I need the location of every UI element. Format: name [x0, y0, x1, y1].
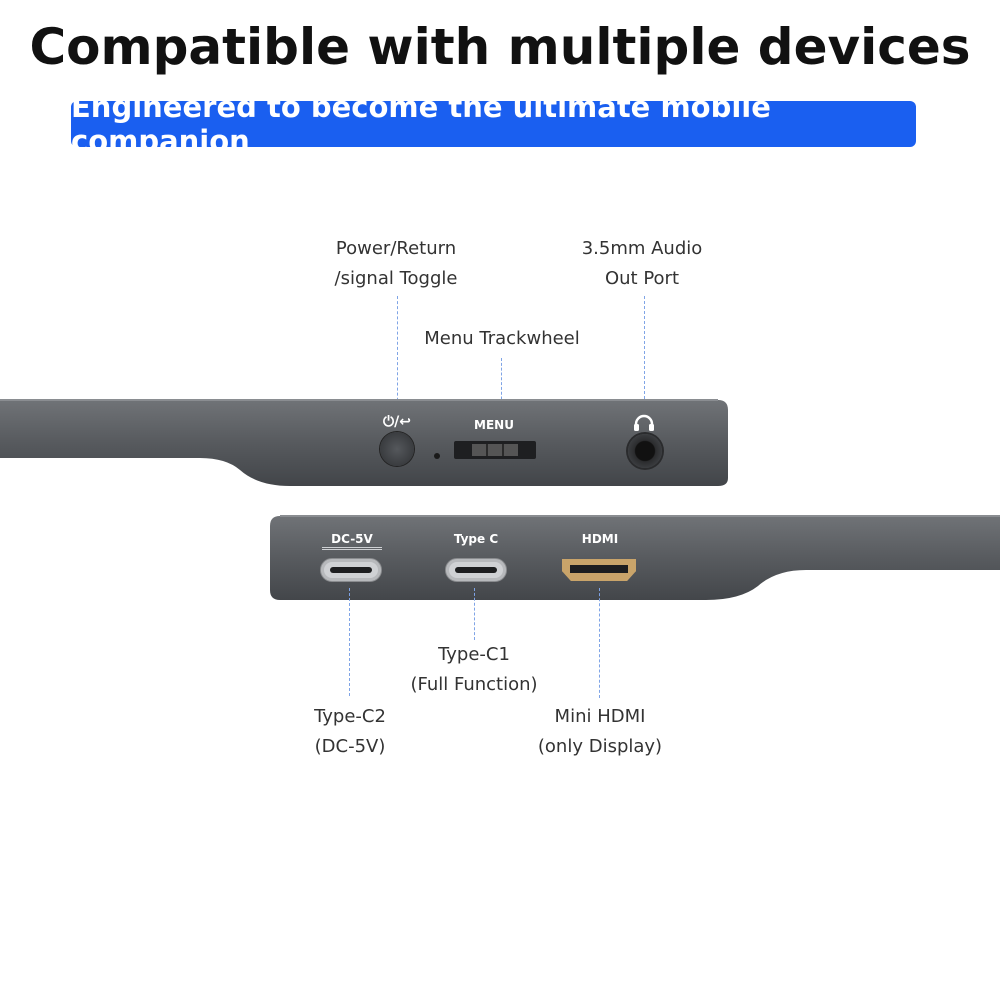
- callout-power-line2: /signal Toggle: [334, 268, 458, 289]
- dc-5v-label: DC-5V: [322, 532, 382, 550]
- callout-hdmi-line1: Mini HDMI: [554, 706, 646, 727]
- callout-power: Power/Return /signal Toggle: [318, 234, 474, 294]
- type-c2-port[interactable]: [320, 558, 382, 582]
- headphone-icon: [632, 414, 656, 432]
- guide-line-audio: [644, 296, 645, 414]
- indicator-led: [434, 453, 440, 459]
- callout-hdmi-line2: (only Display): [537, 736, 663, 757]
- callout-typec1-line2: (Full Function): [410, 674, 538, 695]
- callout-audio-line2: Out Port: [604, 268, 680, 289]
- callout-power-line1: Power/Return: [335, 238, 457, 259]
- subtitle-text: Engineered to become the ultimate mobile…: [71, 90, 771, 158]
- power-button[interactable]: [380, 432, 414, 466]
- callout-audio: 3.5mm Audio Out Port: [572, 234, 712, 294]
- guide-line-power: [397, 296, 398, 416]
- callout-menu: Menu Trackwheel: [412, 324, 592, 354]
- menu-trackwheel[interactable]: [454, 441, 536, 459]
- mini-hdmi-port[interactable]: [562, 559, 636, 581]
- guide-line-hdmi: [599, 588, 600, 698]
- callout-typec1-line1: Type-C1: [438, 644, 510, 665]
- audio-jack[interactable]: [628, 434, 662, 468]
- callout-hdmi: Mini HDMI (only Display): [528, 702, 672, 762]
- guide-line-menu: [501, 358, 502, 414]
- callout-typec1: Type-C1 (Full Function): [394, 640, 554, 700]
- callout-audio-line1: 3.5mm Audio: [581, 238, 703, 259]
- bottom-device-edge: [270, 515, 1000, 600]
- top-device-edge: [0, 399, 728, 486]
- type-c-label: Type C: [453, 532, 499, 546]
- power-return-icon: ⏻/↩: [383, 414, 411, 430]
- type-c1-port[interactable]: [445, 558, 507, 582]
- guide-line-typec1: [474, 588, 475, 640]
- callout-typec2-line2: (DC-5V): [314, 736, 386, 757]
- hdmi-label: HDMI: [581, 532, 619, 546]
- subtitle-banner: Engineered to become the ultimate mobile…: [71, 90, 916, 158]
- page-title: Compatible with multiple devices: [29, 18, 971, 76]
- menu-label: MENU: [474, 418, 514, 432]
- guide-line-typec2: [349, 588, 350, 696]
- callout-menu-line1: Menu Trackwheel: [424, 328, 580, 349]
- callout-typec2-line1: Type-C2: [314, 706, 386, 727]
- callout-typec2: Type-C2 (DC-5V): [290, 702, 410, 762]
